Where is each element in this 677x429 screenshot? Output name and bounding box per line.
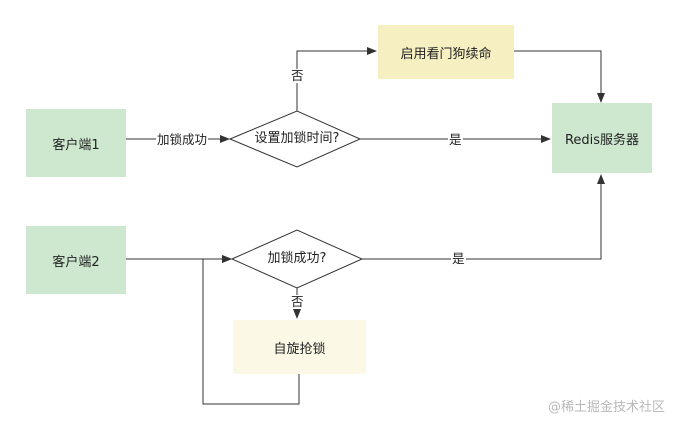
edge-label-yes-bottom: 是 (451, 251, 466, 266)
decision-lock-label: 加锁成功? (267, 251, 327, 266)
watchdog-box: 启用看门狗续命 (378, 25, 514, 79)
edge-label-yes-top: 是 (448, 132, 463, 147)
edge-decision-to-watchdog (296, 47, 377, 111)
decision-expire-label: 设置加锁时间? (254, 131, 340, 146)
client2-label: 客户端2 (52, 254, 100, 270)
spin-box: 自旋抢锁 (233, 320, 366, 374)
redis-label: Redis服务器 (564, 132, 640, 148)
client2-box: 客户端2 (26, 226, 126, 294)
edge-lock-to-redis (362, 174, 605, 260)
edge-label-lock-success: 加锁成功 (156, 132, 209, 147)
edge-watchdog-to-redis (514, 50, 605, 103)
client1-box: 客户端1 (26, 109, 126, 177)
redis-box: Redis服务器 (552, 103, 652, 173)
watermark: @稀土掘金技术社区 (547, 400, 665, 415)
edge-label-no-top: 否 (290, 68, 305, 83)
spin-label: 自旋抢锁 (273, 341, 326, 357)
watchdog-label: 启用看门狗续命 (400, 46, 492, 62)
edge-spin-loop (202, 255, 300, 405)
client1-label: 客户端1 (52, 137, 100, 153)
edge-label-no-bottom: 否 (290, 294, 305, 309)
